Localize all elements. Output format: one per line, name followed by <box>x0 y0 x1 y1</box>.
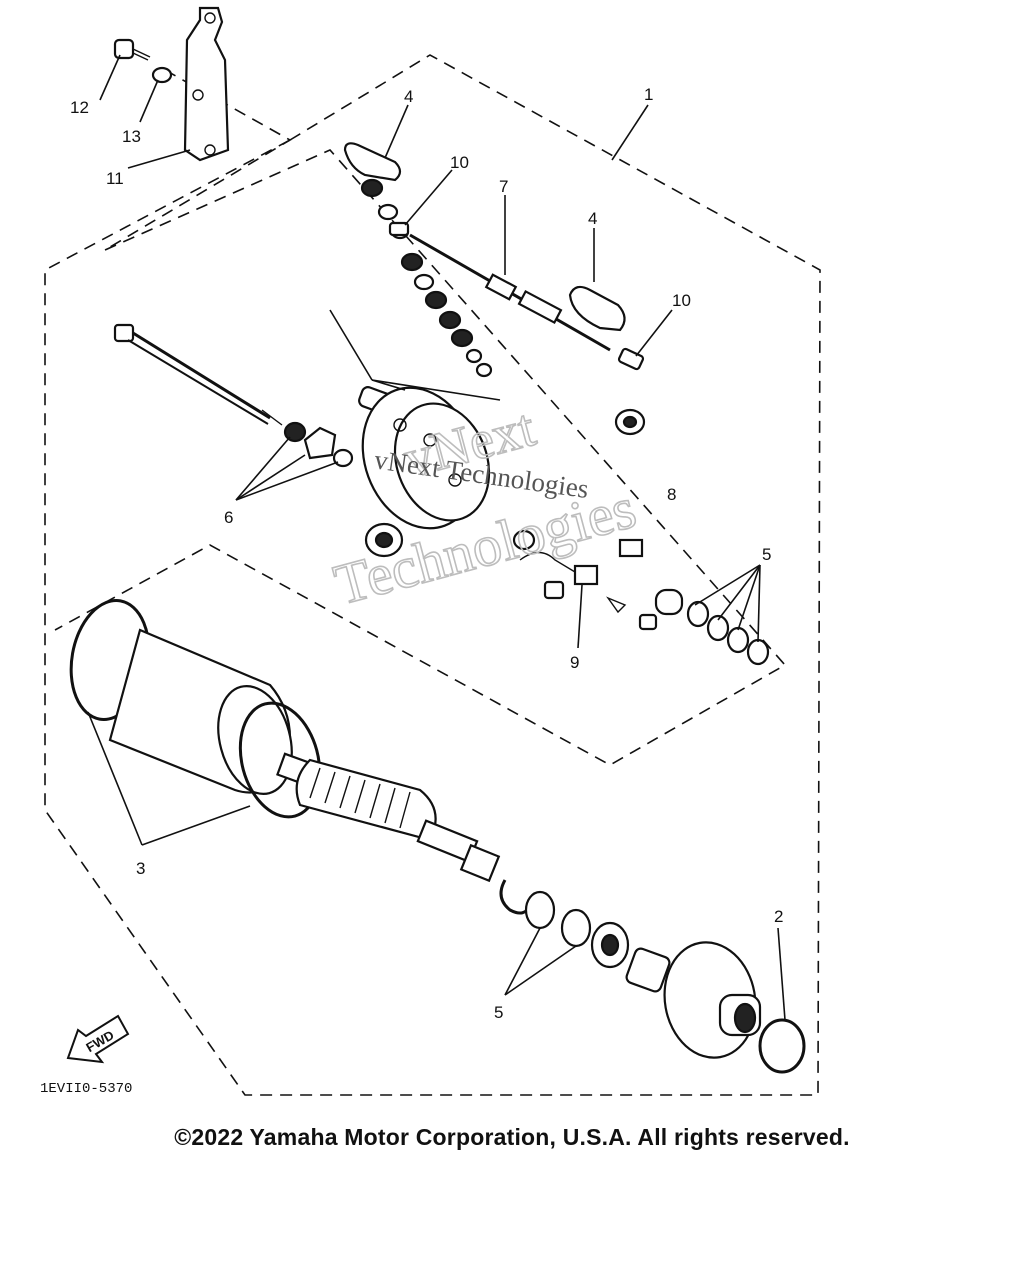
callout-9: 9 <box>570 653 579 672</box>
callout-13: 13 <box>122 127 141 146</box>
callout-5-lower: 5 <box>494 1003 503 1022</box>
rear-cover <box>358 386 491 530</box>
callout-10-upper: 10 <box>450 153 469 172</box>
starter-motor-exploded-diagram: 1 2 3 4 4 5 5 6 7 8 9 10 10 11 12 13 FWD… <box>40 6 821 1097</box>
diagram-reference-code: 1EVII0-5370 <box>40 1081 132 1097</box>
callout-5-upper: 5 <box>762 545 771 564</box>
brush-part-9 <box>573 564 599 586</box>
armature <box>276 752 501 883</box>
bracket-part-11 <box>183 6 230 162</box>
callout-4-upper: 4 <box>404 87 413 106</box>
terminal-cap-part-4-upper <box>343 142 402 182</box>
o-ring-part-2 <box>758 1018 806 1074</box>
seal-parts-part-6 <box>283 421 354 468</box>
brush-holder <box>364 522 581 576</box>
washer-part-13 <box>151 66 173 84</box>
assembly-boundary-outer <box>44 54 821 1096</box>
callout-1: 1 <box>644 85 653 104</box>
forward-arrow-icon: FWD <box>66 1014 130 1064</box>
screw-set <box>543 580 658 631</box>
callout-2: 2 <box>774 907 783 926</box>
callout-12: 12 <box>70 98 89 117</box>
callout-11: 11 <box>106 169 124 188</box>
needle-bearing <box>625 947 671 993</box>
washer-set-part-5-lower <box>499 879 630 969</box>
leader-lines <box>87 54 786 1021</box>
terminal-nut-stack <box>360 178 493 378</box>
front-cover <box>663 941 762 1059</box>
washer-set-part-5-upper <box>654 588 770 666</box>
through-bolt <box>113 323 283 426</box>
callout-3: 3 <box>136 859 145 878</box>
lead-terminal-part-10 <box>388 221 645 371</box>
small-bushing <box>614 408 646 436</box>
rear-cover-group-boundary <box>54 149 787 766</box>
callout-4-lower: 4 <box>588 209 597 228</box>
callout-6: 6 <box>224 508 233 527</box>
terminal-bolt-part-7 <box>409 233 611 352</box>
brush-part-8 <box>618 538 644 558</box>
copyright-notice: ©2022 Yamaha Motor Corporation, U.S.A. A… <box>174 1124 850 1150</box>
terminal-cap-part-4-lower <box>568 285 626 332</box>
callout-7: 7 <box>499 177 508 196</box>
callout-10-lower: 10 <box>672 291 691 310</box>
callout-8: 8 <box>667 485 676 504</box>
bolt-part-12 <box>113 38 151 61</box>
yoke-and-o-rings-part-3 <box>69 599 322 819</box>
